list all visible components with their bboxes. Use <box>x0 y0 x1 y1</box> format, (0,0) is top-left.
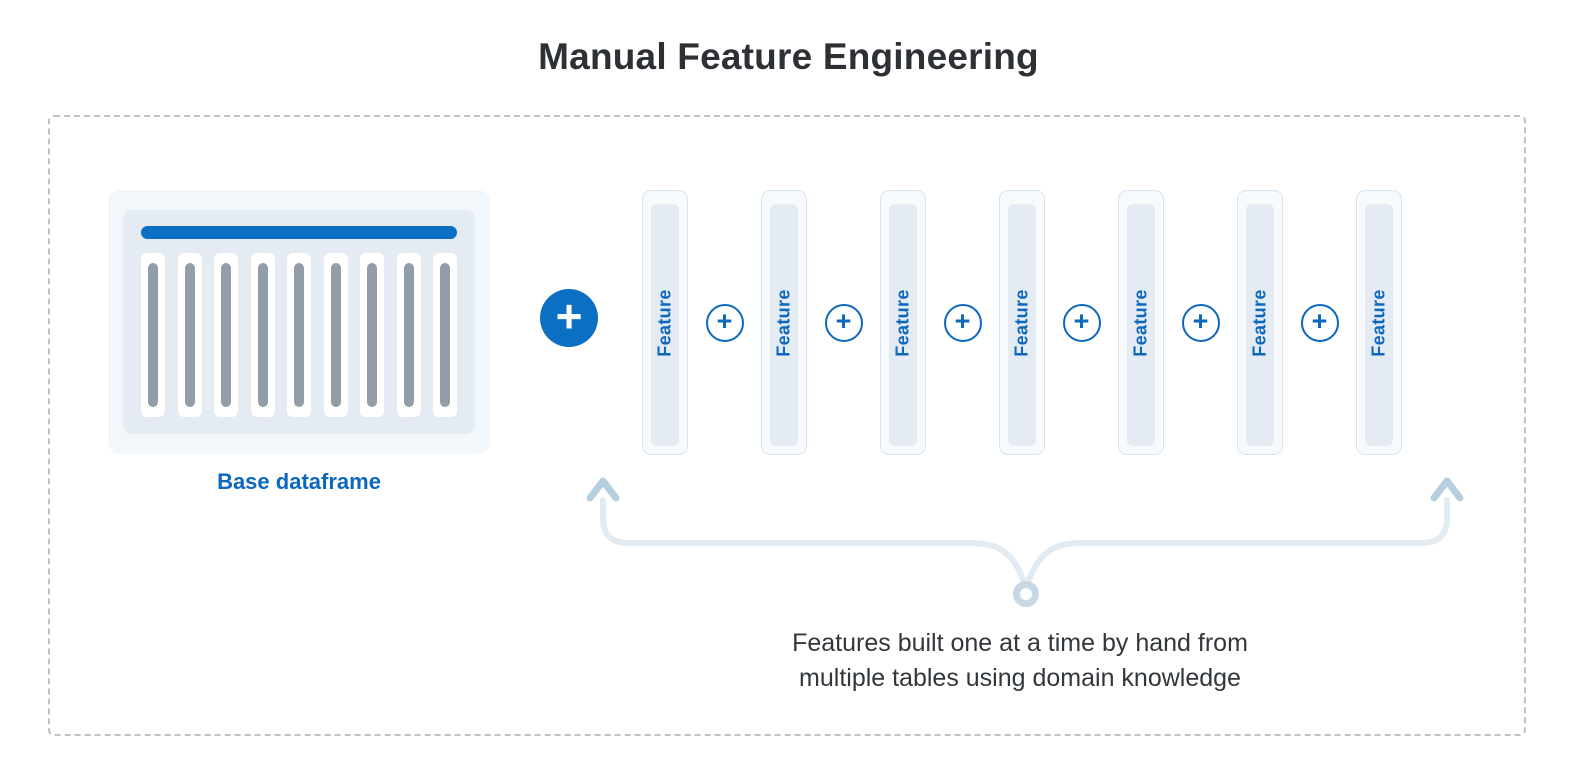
combine-plus-icon: + <box>540 289 598 347</box>
plus-circle-icon: + <box>1181 303 1220 342</box>
feature-column-inner <box>1365 204 1393 446</box>
plus-circle-icon: + <box>1300 303 1339 342</box>
plus-circle-icon: + <box>1062 303 1101 342</box>
dataframe-column <box>250 253 275 417</box>
brace-ring-icon <box>1013 581 1039 607</box>
base-dataframe <box>108 190 490 454</box>
diagram-title: Manual Feature Engineering <box>538 36 1039 77</box>
plus-circle-icon: + <box>824 303 863 342</box>
caption: Features built one at a time by hand fro… <box>700 626 1340 696</box>
feature-column-inner <box>1246 204 1274 446</box>
plus-circle-icon: + <box>943 303 982 342</box>
feature-column: Feature <box>761 190 807 455</box>
brace-right-curve <box>1025 497 1450 585</box>
dataframe-column <box>323 253 348 417</box>
dataframe-column <box>396 253 421 417</box>
dataframe-column-bar <box>221 263 231 407</box>
feature-column: Feature <box>1118 190 1164 455</box>
dataframe-column-bar <box>294 263 304 407</box>
feature-label: Feature <box>773 288 794 357</box>
feature-column: Feature <box>880 190 926 455</box>
dataframe-column <box>141 253 165 417</box>
feature-label: Feature <box>1249 288 1270 357</box>
dataframe-column <box>214 253 238 417</box>
dataframe-column-bar <box>440 263 450 407</box>
dataframe-column-bar <box>184 263 195 407</box>
brace-arrow <box>586 477 1464 607</box>
feature-label: Feature <box>892 288 913 357</box>
feature-column: Feature <box>1356 190 1402 455</box>
feature-column-inner <box>1127 204 1155 446</box>
plus-circle-icon: + <box>705 303 744 342</box>
diagram-frame <box>48 115 1526 736</box>
feature-column: Feature <box>1237 190 1283 455</box>
dataframe-column <box>360 253 384 417</box>
dataframe-column <box>433 253 457 417</box>
feature-column-inner <box>889 204 917 446</box>
features-row: Feature + Feature + Feature + Feature + Feature +… <box>642 190 1402 455</box>
feature-column-inner <box>651 204 679 446</box>
base-dataframe-table <box>123 210 475 434</box>
feature-column: Feature <box>999 190 1045 455</box>
caption-line-2: multiple tables using domain knowledge <box>799 664 1241 692</box>
brace-left-curve <box>600 497 1027 585</box>
dataframe-column <box>287 253 311 417</box>
brace-right-arrowhead-icon <box>1430 477 1464 502</box>
dataframe-column <box>177 253 202 417</box>
dataframe-columns <box>141 253 457 417</box>
base-dataframe-label: Base dataframe <box>217 469 381 494</box>
feature-label: Feature <box>654 288 675 357</box>
feature-column: Feature <box>642 190 688 455</box>
feature-label: Feature <box>1011 288 1032 357</box>
feature-label: Feature <box>1130 288 1151 357</box>
feature-label: Feature <box>1368 288 1389 357</box>
dataframe-column-bar <box>330 263 341 407</box>
dataframe-header-bar <box>141 226 457 239</box>
feature-column-inner <box>770 204 798 446</box>
dataframe-column-bar <box>403 263 414 407</box>
dataframe-column-bar <box>257 263 268 407</box>
dataframe-column-bar <box>148 263 158 407</box>
dataframe-column-bar <box>367 263 377 407</box>
caption-line-1: Features built one at a time by hand fro… <box>792 629 1248 657</box>
brace-left-arrowhead-icon <box>586 477 620 502</box>
feature-column-inner <box>1008 204 1036 446</box>
